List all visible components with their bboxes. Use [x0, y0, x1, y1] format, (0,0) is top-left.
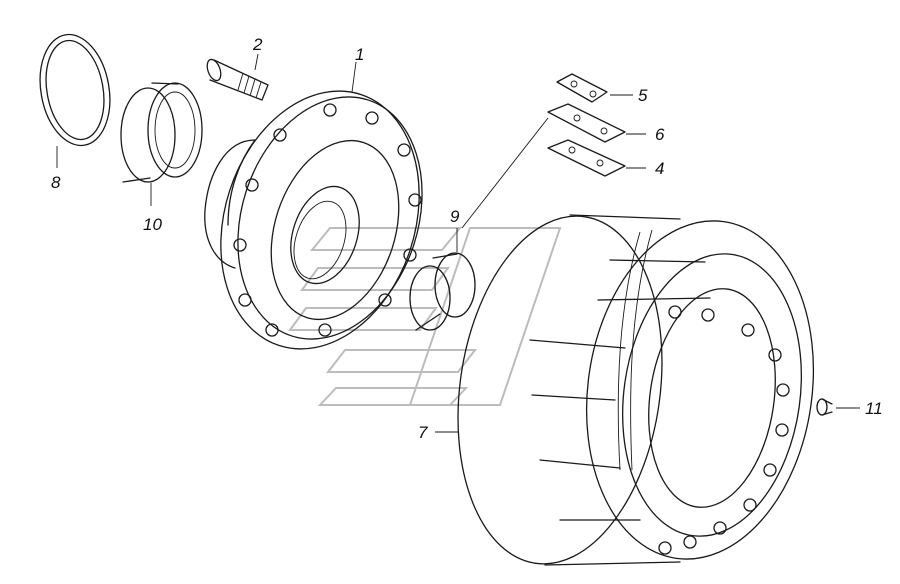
part-5-plate — [556, 73, 633, 103]
label-9: 9 — [450, 207, 460, 226]
label-11: 11 — [865, 399, 883, 418]
label-4: 4 — [655, 159, 664, 178]
part-1-hub — [204, 61, 423, 350]
label-8: 8 — [51, 173, 61, 192]
label-5: 5 — [638, 86, 648, 105]
label-10: 10 — [143, 215, 162, 234]
watermark-logo — [288, 227, 562, 406]
part-2-stud — [206, 53, 269, 101]
part-6-plate — [461, 103, 646, 229]
label-7: 7 — [418, 423, 428, 442]
part-9-bushing — [409, 228, 476, 331]
label-2: 2 — [252, 35, 263, 54]
part-11-bolt — [816, 398, 860, 416]
part-10-bearing-ring — [120, 82, 203, 206]
part-4-plate — [547, 139, 646, 177]
part-8-ring — [39, 33, 111, 168]
part-7-brake-drum — [435, 214, 815, 566]
label-1: 1 — [355, 45, 364, 64]
label-6: 6 — [655, 125, 665, 144]
